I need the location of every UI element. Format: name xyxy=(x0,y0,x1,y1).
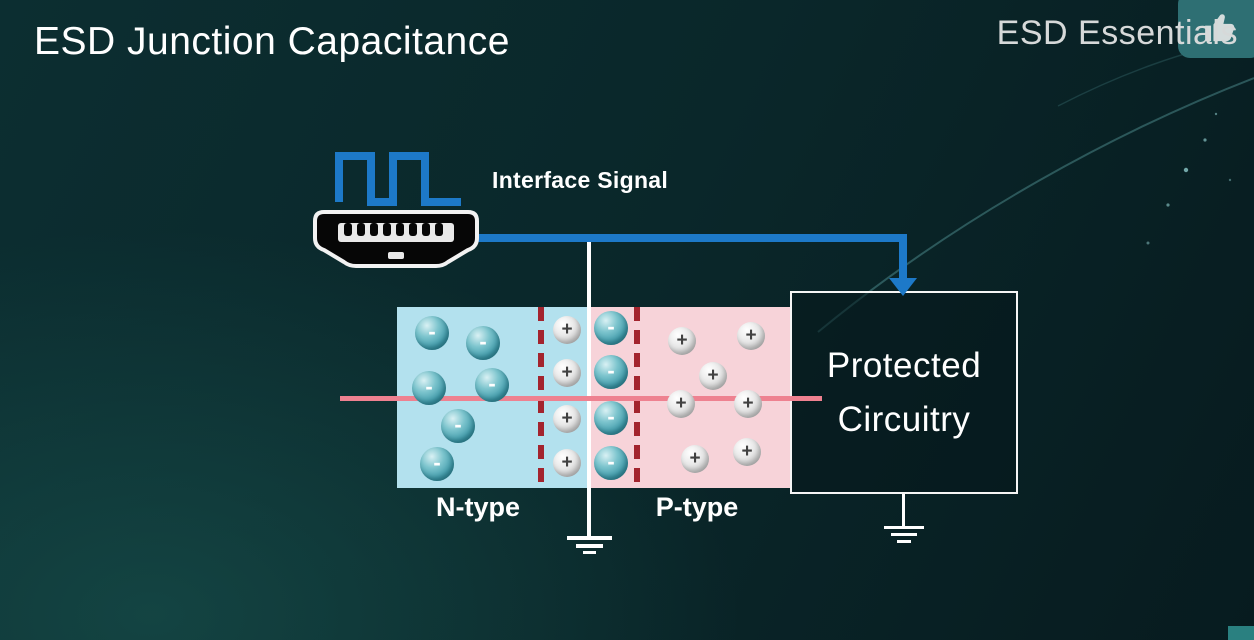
signal-wire-horizontal xyxy=(478,234,907,242)
minus-charge: - xyxy=(441,409,475,443)
p-type-label: P-type xyxy=(655,492,739,522)
plus-charge: + xyxy=(668,327,696,355)
plus-charge: + xyxy=(737,322,765,350)
square-wave-icon xyxy=(335,152,461,206)
minus-charge: - xyxy=(420,447,454,481)
ground-symbol-center xyxy=(583,551,596,554)
ground-stem-box xyxy=(902,494,905,526)
minus-charge: - xyxy=(594,446,628,480)
thumbs-up-icon xyxy=(1205,14,1235,42)
protected-circuitry-box: Protected Circuitry xyxy=(790,291,1018,494)
minus-charge: - xyxy=(412,371,446,405)
minus-charge: - xyxy=(594,401,628,435)
junction-wire xyxy=(340,396,822,401)
minus-charge: - xyxy=(466,326,500,360)
ground-symbol-center xyxy=(567,536,612,540)
plus-charge: + xyxy=(553,405,581,433)
hdmi-connector-icon xyxy=(313,210,479,268)
plus-charge: + xyxy=(734,390,762,418)
minus-charge: - xyxy=(594,311,628,345)
plus-charge: + xyxy=(733,438,761,466)
plus-charge: + xyxy=(553,449,581,477)
corner-accent xyxy=(1228,626,1254,640)
plus-charge: + xyxy=(667,390,695,418)
plus-charge: + xyxy=(699,362,727,390)
plus-charge: + xyxy=(553,359,581,387)
page-title: ESD Junction Capacitance xyxy=(34,20,510,63)
minus-charge: - xyxy=(475,368,509,402)
signal-wire-vertical xyxy=(899,234,907,280)
n-type-label: N-type xyxy=(435,492,520,522)
ground-symbol-center xyxy=(576,544,603,548)
minus-charge: - xyxy=(415,316,449,350)
brand-text: ESD Essentials xyxy=(996,14,1238,52)
junction-center-wire xyxy=(587,240,591,536)
thumbs-up-button[interactable] xyxy=(1178,0,1254,58)
plus-charge: + xyxy=(553,316,581,344)
ground-symbol-box xyxy=(897,540,911,543)
signal-arrowhead-icon xyxy=(889,278,917,296)
protected-circuitry-line2: Circuitry xyxy=(837,399,971,439)
ground-symbol-box xyxy=(884,526,924,529)
minus-charge: - xyxy=(594,355,628,389)
plus-charge: + xyxy=(681,445,709,473)
protected-circuitry-line1: Protected xyxy=(826,345,982,385)
interface-signal-label: Interface Signal xyxy=(492,167,669,193)
ground-symbol-box xyxy=(891,533,917,536)
